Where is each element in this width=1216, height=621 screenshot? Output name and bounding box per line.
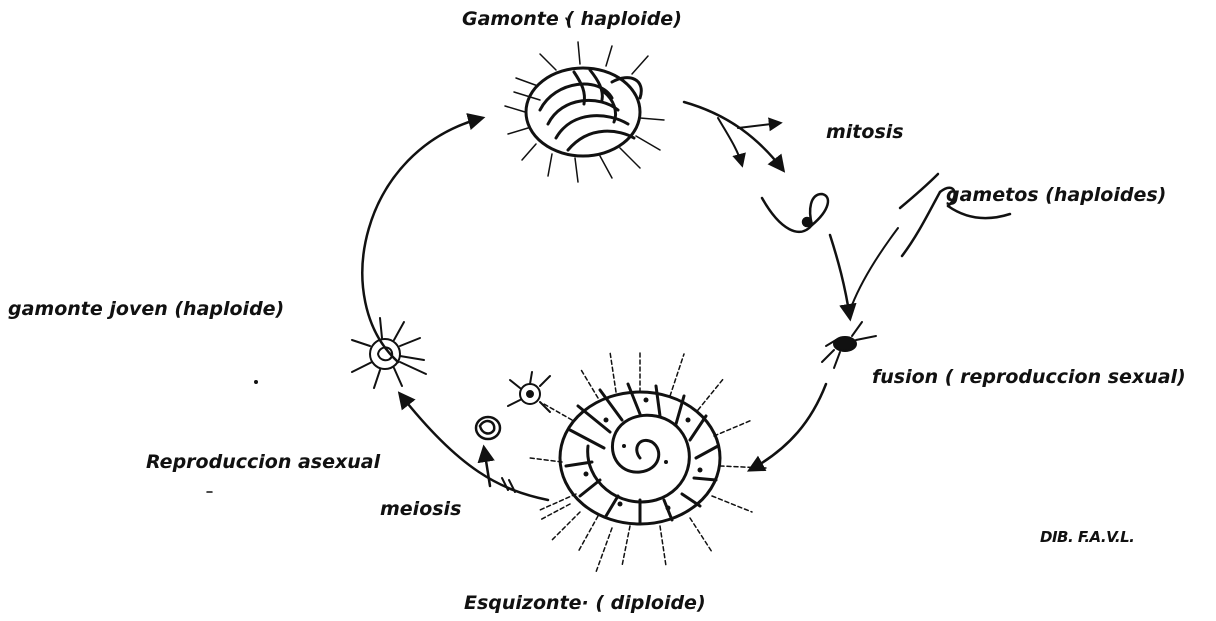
arrow-fusion-to-esquizonte xyxy=(750,384,826,470)
arrow-mitosis-branch-1 xyxy=(738,123,780,128)
embryo-cell xyxy=(476,417,500,439)
label-mitosis: mitosis xyxy=(826,123,904,142)
stray-dot xyxy=(254,380,258,384)
esquizonte-shell xyxy=(560,384,720,524)
zygote-fusion xyxy=(822,322,876,368)
juvenile-small xyxy=(508,372,550,412)
label-esquizonte: Esquizonte· ( diploide) xyxy=(464,594,706,613)
meiosis-tick-1 xyxy=(502,478,508,490)
arrow-to-fusion xyxy=(830,235,850,318)
arrow-mitosis-branch-2 xyxy=(718,118,742,165)
arrow-meiosis xyxy=(400,394,548,500)
gamonte-shell xyxy=(526,68,641,156)
esquizonte-pseudopods xyxy=(530,350,766,572)
label-meiosis: meiosis xyxy=(380,500,461,519)
label-gametos: gametos (haploides) xyxy=(946,186,1166,205)
label-gamonte-joven: gamonte joven (haploide) xyxy=(8,300,284,319)
arrow-mitosis xyxy=(684,102,783,170)
arrow-gamete-to-fusion xyxy=(852,228,898,305)
gamete-mitosis xyxy=(762,194,828,232)
label-gamonte: Gamonte ( haploide) xyxy=(462,10,682,29)
label-reproduccion-asexual: Reproduccion asexual xyxy=(146,453,380,472)
arrow-asexual-up xyxy=(484,448,490,486)
label-fusion: fusion ( reproduccion sexual) xyxy=(872,368,1186,387)
label-signature: DIB. F.A.V.L. xyxy=(1040,530,1134,545)
